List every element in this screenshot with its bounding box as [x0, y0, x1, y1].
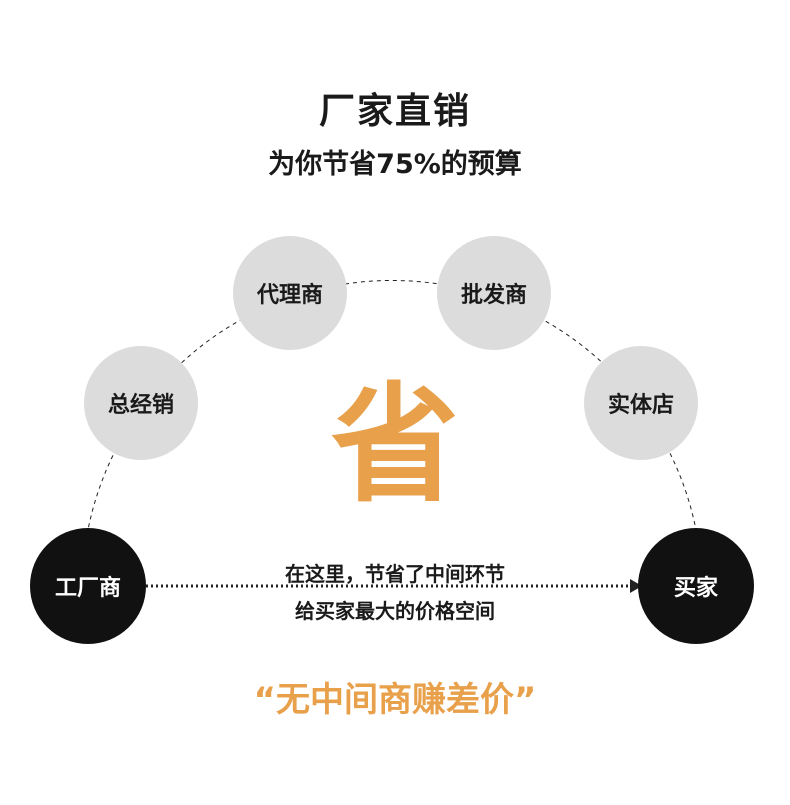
node-retail-store: 实体店	[584, 346, 698, 460]
save-character: 省	[330, 371, 459, 520]
page-subtitle: 为你节省75%的预算	[268, 149, 522, 180]
center-text-line2: 给买家最大的价格空间	[295, 599, 495, 623]
slogan: “无中间商赚差价”	[253, 680, 537, 720]
center-text-line1: 在这里，节省了中间环节	[285, 562, 505, 586]
node-buyer: 买家	[638, 528, 754, 644]
page-title: 厂家直销	[318, 91, 471, 132]
node-factory: 工厂商	[30, 528, 146, 644]
node-wholesaler: 批发商	[437, 236, 551, 350]
direct-arrow-head	[630, 579, 642, 593]
node-general-distributor: 总经销	[84, 346, 198, 460]
node-agent: 代理商	[233, 236, 347, 350]
